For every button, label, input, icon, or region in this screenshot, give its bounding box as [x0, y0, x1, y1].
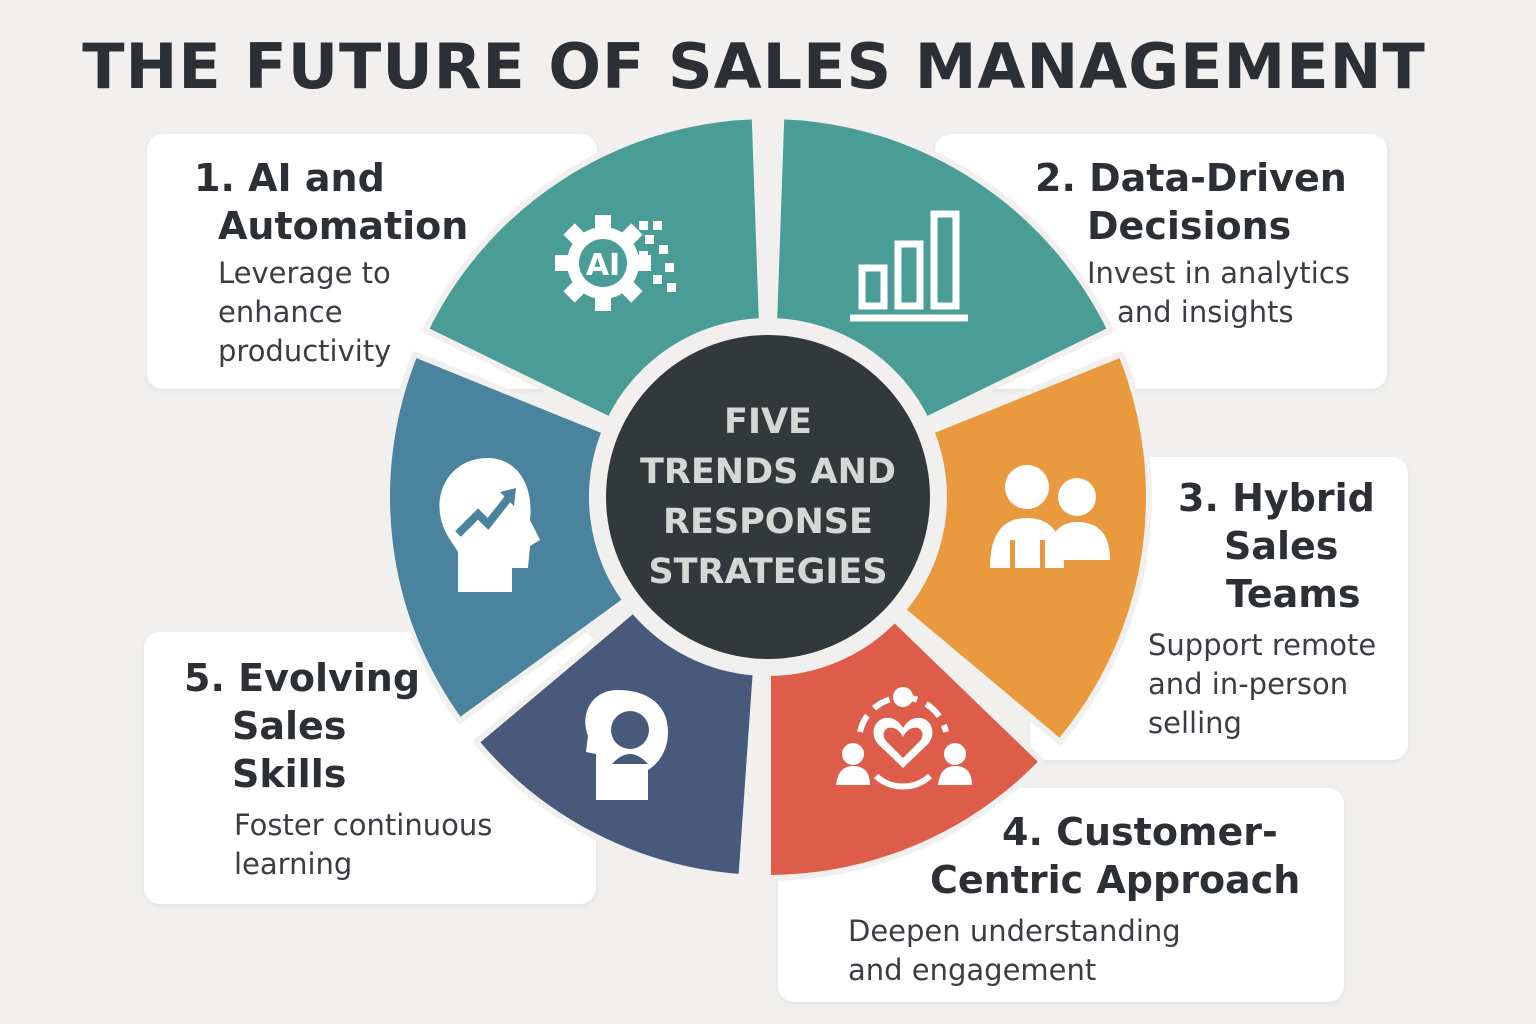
card-data-driven-text: 2. Data-Driven Decisions Invest in analy… [1035, 154, 1350, 332]
card-hybrid-teams-title: 3. Hybrid Sales Teams [1178, 476, 1375, 616]
gear-tooth [555, 255, 571, 271]
bar-chart-icon [850, 210, 968, 322]
gear-tooth [595, 295, 611, 311]
card-evolving-skills-text: 5. Evolving Sales Skills Foster continuo… [184, 654, 492, 884]
ai-gear-icon-text: AI [586, 248, 620, 283]
card-ai-automation-desc: Leverage to enhance productivity [218, 256, 392, 368]
hub-circle [606, 335, 930, 659]
card-ai-automation-text: 1. AI and Automation Leverage to enhance… [194, 154, 468, 371]
growth-head-icon [439, 458, 540, 592]
learning-head-icon [585, 690, 668, 800]
card-customer-centric-text: 4. Customer- Centric Approach Deepen und… [848, 808, 1301, 990]
card-evolving-skills-title: 5. Evolving Sales Skills [184, 656, 421, 796]
card-ai-automation-title: 1. AI and Automation [194, 156, 469, 248]
card-evolving-skills-desc: Foster continuous learning [234, 808, 493, 881]
card-hybrid-teams-text: 3. Hybrid Sales Teams Support remote and… [1148, 474, 1376, 743]
card-customer-centric-title: 4. Customer- Centric Approach [930, 810, 1301, 902]
customer-heart-icon [836, 687, 972, 790]
gear-tooth [595, 215, 611, 231]
ai-gear-icon: AI [555, 215, 676, 311]
card-hybrid-teams-desc: Support remote and in-person selling [1148, 628, 1377, 740]
team-icon [990, 465, 1110, 568]
card-customer-centric-desc: Deepen understanding and engagement [848, 914, 1181, 987]
page-title: THE FUTURE OF SALES MANAGEMENT [82, 30, 1426, 103]
card-data-driven-desc: Invest in analytics and insights [1087, 256, 1350, 329]
card-data-driven-title: 2. Data-Driven Decisions [1035, 156, 1347, 248]
center-label: FIVE TRENDS AND RESPONSE STRATEGIES [640, 402, 896, 592]
